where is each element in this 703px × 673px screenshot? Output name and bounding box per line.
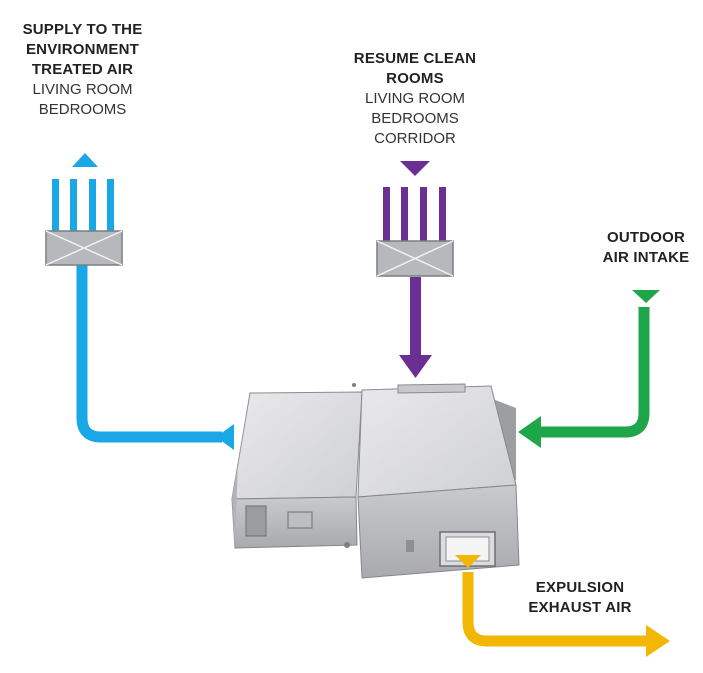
- resume-bar: [420, 187, 427, 241]
- outdoor-airflow: [518, 290, 660, 448]
- supply-arrow-left-icon: [216, 424, 234, 450]
- resume-room-line: CORRIDOR: [374, 130, 456, 147]
- outdoor-arrow-left-icon: [518, 416, 541, 448]
- resume-bar: [383, 187, 390, 241]
- outdoor-label: OUTDOOR AIR INTAKE: [590, 228, 702, 268]
- supply-label: SUPPLY TO THE ENVIRONMENT TREATED AIR LI…: [10, 20, 155, 120]
- supply-airflow: [52, 153, 234, 450]
- resume-bar: [401, 187, 408, 241]
- expulsion-arrow-right-icon: [646, 625, 670, 657]
- supply-title-line: ENVIRONMENT: [25, 41, 140, 58]
- expulsion-title-line: EXPULSION: [535, 579, 625, 596]
- resume-arrow-down-icon: [399, 355, 432, 378]
- supply-bar: [89, 179, 96, 231]
- supply-bar: [107, 179, 114, 231]
- outdoor-title-line: AIR INTAKE: [602, 249, 690, 266]
- expulsion-arrow-down-icon: [455, 555, 481, 568]
- outdoor-arrow-down-icon: [632, 290, 660, 303]
- supply-vent-grille-icon: [45, 230, 123, 266]
- supply-duct-line: [76, 265, 222, 443]
- heat-recovery-unit-icon: [231, 383, 520, 579]
- outdoor-duct-line: [535, 307, 650, 438]
- resume-room-line: LIVING ROOM: [364, 90, 465, 107]
- resume-airflow: [383, 161, 446, 378]
- supply-room-line: BEDROOMS: [38, 101, 127, 118]
- expulsion-duct-line: [462, 572, 648, 647]
- supply-bar: [70, 179, 77, 231]
- resume-room-line: BEDROOMS: [371, 110, 459, 127]
- expulsion-label: EXPULSION EXHAUST AIR: [520, 578, 640, 618]
- supply-bar: [52, 179, 59, 231]
- resume-bar: [439, 187, 446, 241]
- expulsion-airflow: [455, 555, 670, 657]
- resume-title-line: ROOMS: [386, 70, 444, 87]
- supply-arrow-up-icon: [72, 153, 98, 167]
- resume-duct-line: [410, 277, 421, 357]
- outdoor-title-line: OUTDOOR: [606, 229, 686, 246]
- resume-arrow-down-icon: [400, 161, 430, 176]
- expulsion-title-line: EXHAUST AIR: [528, 599, 632, 616]
- supply-title-line: TREATED AIR: [31, 61, 134, 78]
- resume-label: RESUME CLEAN ROOMS LIVING ROOM BEDROOMS …: [345, 49, 485, 149]
- resume-vent-grille-icon: [376, 240, 454, 277]
- supply-room-line: LIVING ROOM: [32, 81, 133, 98]
- supply-title-line: SUPPLY TO THE: [22, 21, 143, 38]
- resume-title-line: RESUME CLEAN: [353, 50, 477, 67]
